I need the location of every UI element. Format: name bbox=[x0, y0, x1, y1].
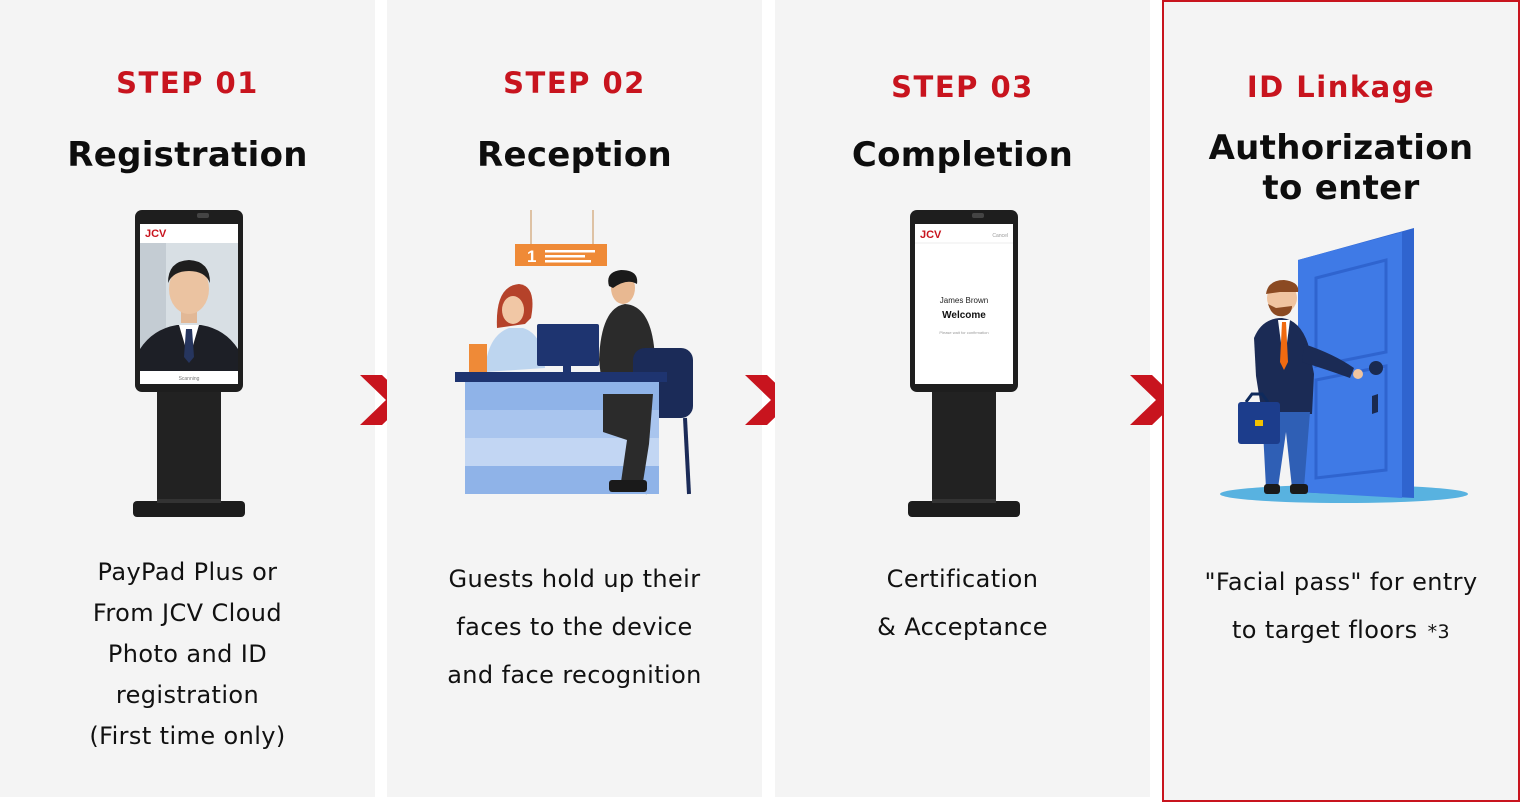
id-linkage-description: "Facial pass" for entry to target floors… bbox=[1164, 558, 1518, 656]
footnote-marker: *3 bbox=[1427, 621, 1450, 643]
door-icon bbox=[1220, 228, 1468, 503]
step-1-description-line: From JCV Cloud bbox=[92, 599, 283, 627]
reception-desk-icon: 1 bbox=[455, 210, 693, 495]
step-1-description-line: (First time only) bbox=[89, 722, 286, 750]
step-2-panel: STEP 02 Reception 1 Guests hold up their… bbox=[387, 0, 762, 797]
kiosk-3-cancel: Cancel bbox=[992, 233, 1008, 239]
kiosk-3-welcome: Welcome bbox=[942, 310, 986, 321]
step-2-description-line: and face recognition bbox=[447, 661, 702, 689]
step-3-label: STEP 03 bbox=[891, 70, 1034, 104]
step-3-title: Completion bbox=[851, 135, 1074, 175]
step-1-description: PayPad Plus or From JCV Cloud Photo and … bbox=[0, 552, 375, 757]
kiosk-icon: JCV Cancel James Brown Welcome Please wa… bbox=[908, 210, 1020, 517]
id-linkage-title-line: Authorization bbox=[1208, 128, 1474, 168]
id-linkage-description-line: "Facial pass" for entry bbox=[1204, 568, 1478, 596]
step-2-description: Guests hold up their faces to the device… bbox=[387, 555, 762, 699]
kiosk-3-logo: JCV bbox=[920, 229, 942, 241]
id-linkage-description-line: to target floors bbox=[1232, 616, 1418, 644]
step-2-description-line: faces to the device bbox=[456, 613, 693, 641]
kiosk-1-logo: JCV bbox=[145, 228, 167, 240]
step-2-title: Reception bbox=[477, 135, 672, 175]
id-linkage-label: ID Linkage bbox=[1246, 70, 1436, 104]
step-3-description: Certification & Acceptance bbox=[775, 555, 1150, 651]
step-1-description-line: registration bbox=[115, 681, 260, 709]
reception-sign-number: 1 bbox=[527, 247, 536, 266]
kiosk-1-status: Scanning bbox=[179, 376, 200, 382]
step-1-panel: STEP 01 Registration JCV Scanning PayPad… bbox=[0, 0, 375, 797]
id-linkage-panel: ID Linkage Authorization to enter "Facia… bbox=[1162, 0, 1520, 802]
step-2-label: STEP 02 bbox=[503, 66, 646, 100]
step-3-description-line: Certification bbox=[886, 565, 1039, 593]
step-1-description-line: PayPad Plus or bbox=[97, 558, 278, 586]
id-linkage-title: Authorization to enter bbox=[1164, 128, 1518, 208]
step-3-panel: STEP 03 Completion JCV Cancel James Brow… bbox=[775, 0, 1150, 797]
id-linkage-title-line: to enter bbox=[1262, 168, 1420, 208]
step-1-label: STEP 01 bbox=[116, 66, 259, 100]
step-1-description-line: Photo and ID bbox=[107, 640, 268, 668]
kiosk-3-name: James Brown bbox=[940, 296, 988, 305]
step-2-description-line: Guests hold up their bbox=[448, 565, 701, 593]
kiosk-icon: JCV Scanning bbox=[133, 210, 245, 517]
step-1-title: Registration bbox=[67, 135, 308, 175]
kiosk-3-sub: Please wait for confirmation bbox=[939, 330, 988, 335]
step-3-description-line: & Acceptance bbox=[877, 613, 1048, 641]
